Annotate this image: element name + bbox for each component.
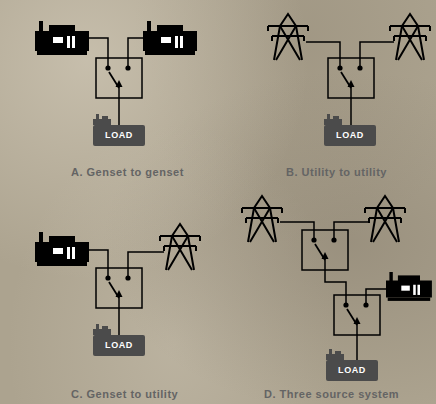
- transfer-switch: [334, 295, 380, 335]
- transfer-switch: [96, 268, 142, 308]
- utility-tower: [365, 196, 405, 242]
- wire: [89, 250, 164, 335]
- load-icon: [93, 114, 111, 125]
- utility-tower: [390, 14, 430, 60]
- panel-caption: D. Three source system: [264, 388, 399, 401]
- wire: [89, 38, 143, 125]
- panel-caption: B. Utility to utility: [286, 166, 387, 179]
- load-text: LOAD: [103, 340, 135, 351]
- load-icon: [326, 349, 344, 360]
- wire: [280, 222, 386, 360]
- wire: [306, 42, 394, 125]
- genset-icon: [143, 21, 197, 55]
- load-text: LOAD: [334, 130, 366, 141]
- utility-tower: [268, 14, 308, 60]
- genset-icon: [386, 272, 432, 301]
- genset-icon: [35, 232, 89, 266]
- utility-tower: [160, 224, 200, 270]
- load-box: LOAD: [93, 125, 145, 146]
- load-text: LOAD: [103, 130, 135, 141]
- load-text: LOAD: [336, 365, 368, 376]
- load-icon: [93, 324, 111, 335]
- panel-caption: C. Genset to utility: [71, 388, 178, 401]
- transfer-switch: [302, 230, 348, 270]
- utility-tower: [242, 196, 282, 242]
- load-box: LOAD: [324, 125, 376, 146]
- transfer-switch: [328, 58, 374, 98]
- panel-caption: A. Genset to genset: [71, 166, 184, 179]
- genset-icon: [35, 21, 89, 55]
- transfer-switch: [96, 58, 142, 98]
- load-box: LOAD: [93, 335, 145, 356]
- load-icon: [324, 114, 342, 125]
- load-box: LOAD: [326, 360, 378, 381]
